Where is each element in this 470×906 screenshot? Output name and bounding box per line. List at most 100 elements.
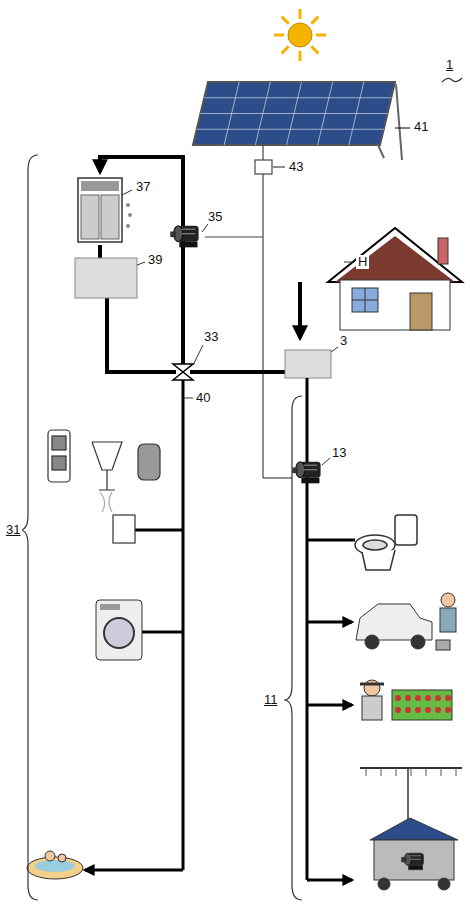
house-part — [328, 228, 462, 282]
bottle-glass-icons-part — [52, 436, 66, 450]
car-washing-part — [365, 635, 379, 649]
sun-part-part — [274, 34, 284, 37]
callout-number: 41 — [412, 120, 430, 134]
garden-pool-part — [35, 860, 75, 872]
gardening-part-part — [415, 707, 421, 713]
tank-39-part — [75, 258, 137, 298]
gardening-part-part — [445, 695, 451, 701]
group-brackets — [20, 78, 462, 900]
power-wires-part — [262, 145, 263, 160]
bottle-glass-icons-part — [138, 444, 160, 480]
greenhouse-cart-part-part — [441, 768, 442, 776]
group-brackets-part — [442, 78, 462, 82]
valve-33 — [173, 364, 193, 380]
gardening — [360, 680, 452, 720]
callout-number: 35 — [206, 210, 224, 224]
supply-line-11-part — [307, 704, 352, 707]
power-wires-part — [262, 174, 263, 478]
washing-machine-part — [96, 600, 142, 660]
sun-part-part — [311, 17, 318, 24]
greenhouse-cart-part — [438, 878, 450, 890]
recycled-water-line-40 — [85, 380, 183, 870]
callout-number: 39 — [146, 253, 164, 267]
solar-panel-part — [197, 82, 392, 145]
solar-panel-part — [378, 145, 384, 158]
house-part — [298, 282, 302, 338]
callout-number: 31 — [4, 523, 22, 537]
greenhouse-cart-part-part — [396, 768, 397, 776]
solar-panel — [193, 82, 410, 160]
power-wires — [205, 145, 292, 478]
greenhouse-cart-part-part — [456, 768, 457, 776]
car-washing-part — [440, 608, 456, 632]
callout-number: 40 — [194, 391, 212, 405]
callout-number: 43 — [287, 160, 305, 174]
filter-tank-37-part — [126, 203, 130, 207]
power-wires-part — [263, 477, 292, 478]
greenhouse-cart-part — [366, 768, 456, 776]
greenhouse-cart-part-part — [426, 768, 427, 776]
washing-machine-part — [100, 604, 120, 610]
tank-39 — [75, 258, 137, 298]
solar-panel-part-part — [224, 82, 239, 145]
greenhouse-cart-part — [374, 840, 454, 880]
toilet-part — [362, 550, 395, 570]
group-brackets-part — [20, 155, 38, 900]
leader-lines-part — [122, 190, 132, 195]
gardening-part-part — [425, 707, 431, 713]
leader-lines-part — [331, 347, 338, 352]
greenhouse-cart-part — [378, 878, 390, 890]
greenhouse-cart-part — [402, 853, 424, 869]
solar-panel-part-part — [318, 82, 333, 145]
filter-tank-37-part — [81, 181, 119, 191]
bottle-glass-icons-part — [52, 456, 66, 470]
bottle-glass-icons-part — [48, 430, 70, 482]
gardening-part — [360, 683, 384, 686]
filter-tank-37-part — [128, 213, 132, 217]
pump-35 — [170, 226, 198, 248]
filter-tank-37 — [78, 178, 132, 242]
greenhouse-cart — [360, 768, 462, 890]
leader-lines-part — [137, 262, 145, 265]
house-part — [352, 300, 378, 301]
gardening-part-part — [435, 695, 441, 701]
leader-lines-part — [202, 224, 208, 232]
callout-number: 13 — [330, 446, 348, 460]
toilet-part — [363, 540, 387, 550]
house-part — [340, 280, 450, 330]
car-washing-part — [356, 604, 432, 640]
sun-part-part — [299, 9, 302, 19]
callout-number: 11 — [262, 693, 280, 707]
sun-part-part — [282, 17, 289, 24]
leader-lines-part — [344, 262, 354, 263]
leader-lines-part — [183, 398, 193, 399]
callout-number: 37 — [134, 180, 152, 194]
sun — [274, 9, 326, 61]
gardening-part — [395, 695, 451, 713]
gardening-part — [364, 680, 380, 696]
tank-3 — [285, 350, 331, 378]
recycle-loop-pipes-part — [107, 298, 176, 372]
recycle-loop-pipes-part — [190, 370, 287, 374]
filter-tank-37-part — [126, 224, 130, 228]
gardening-part-part — [405, 707, 411, 713]
greenhouse-cart-part — [370, 818, 458, 840]
leader-lines-part — [322, 458, 330, 465]
sun-part-part — [316, 34, 326, 37]
car-washing-part — [436, 640, 450, 650]
greenhouse-cart-part — [407, 768, 409, 822]
house-part — [335, 236, 455, 282]
recycled-water-line-40-part — [182, 380, 185, 870]
filter-tank-37-part — [78, 178, 122, 242]
sun-part — [274, 9, 326, 61]
bottle-glass-icons-part — [100, 492, 112, 512]
pump-13-part — [292, 462, 320, 484]
toilet — [355, 515, 417, 570]
washing-machine — [96, 600, 142, 660]
supply-line-11-part — [307, 879, 352, 882]
solar-panel-part — [396, 84, 402, 160]
bottle-glass-icons-part — [113, 515, 135, 543]
bottle-glass-icons-part — [92, 442, 122, 490]
